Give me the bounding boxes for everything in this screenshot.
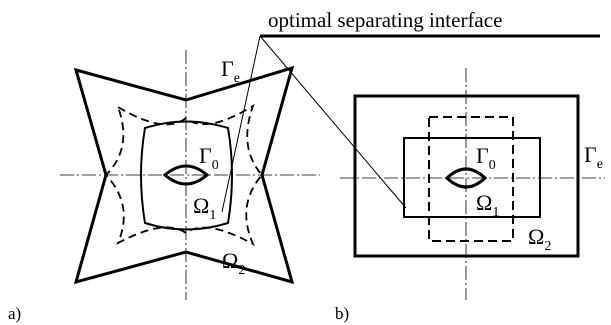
- panel-b-outer-boundary: [353, 94, 580, 258]
- panel-a-separating-interface: [140, 120, 233, 231]
- panel-a-omega-2-label: Ω2: [222, 248, 245, 278]
- figure-title: optimal separating interface: [268, 8, 502, 32]
- panel-b-gamma-e-label: Γe: [584, 142, 603, 172]
- panel-b: Γe Γ0 Ω1 Ω2 b): [335, 68, 605, 323]
- panel-a-inner-boundary: [162, 164, 210, 186]
- panel-a-gamma-0-label: Γ0: [199, 143, 219, 173]
- panel-b-label: b): [335, 304, 349, 323]
- panel-b-gamma-0-label: Γ0: [476, 143, 496, 173]
- panel-a-omega-1-label: Ω1: [193, 193, 216, 223]
- panel-a-label: a): [8, 304, 21, 323]
- panel-b-inner-boundary: [444, 167, 488, 189]
- panel-a-dashed-region: [104, 103, 264, 247]
- panel-a: Γe Γ0 Ω1 Ω2 a): [8, 50, 320, 323]
- title-group: optimal separating interface: [221, 8, 600, 213]
- panel-a-outer-boundary: [73, 65, 295, 285]
- panel-b-dashed-region: [428, 116, 514, 242]
- leader-line-a: [221, 35, 261, 213]
- panel-b-omega-2-label: Ω2: [528, 224, 551, 254]
- panel-a-gamma-e-label: Γe: [221, 56, 240, 86]
- leader-line-b: [259, 35, 407, 209]
- panel-b-omega-1-label: Ω1: [476, 190, 499, 220]
- panel-b-separating-interface: [403, 137, 541, 218]
